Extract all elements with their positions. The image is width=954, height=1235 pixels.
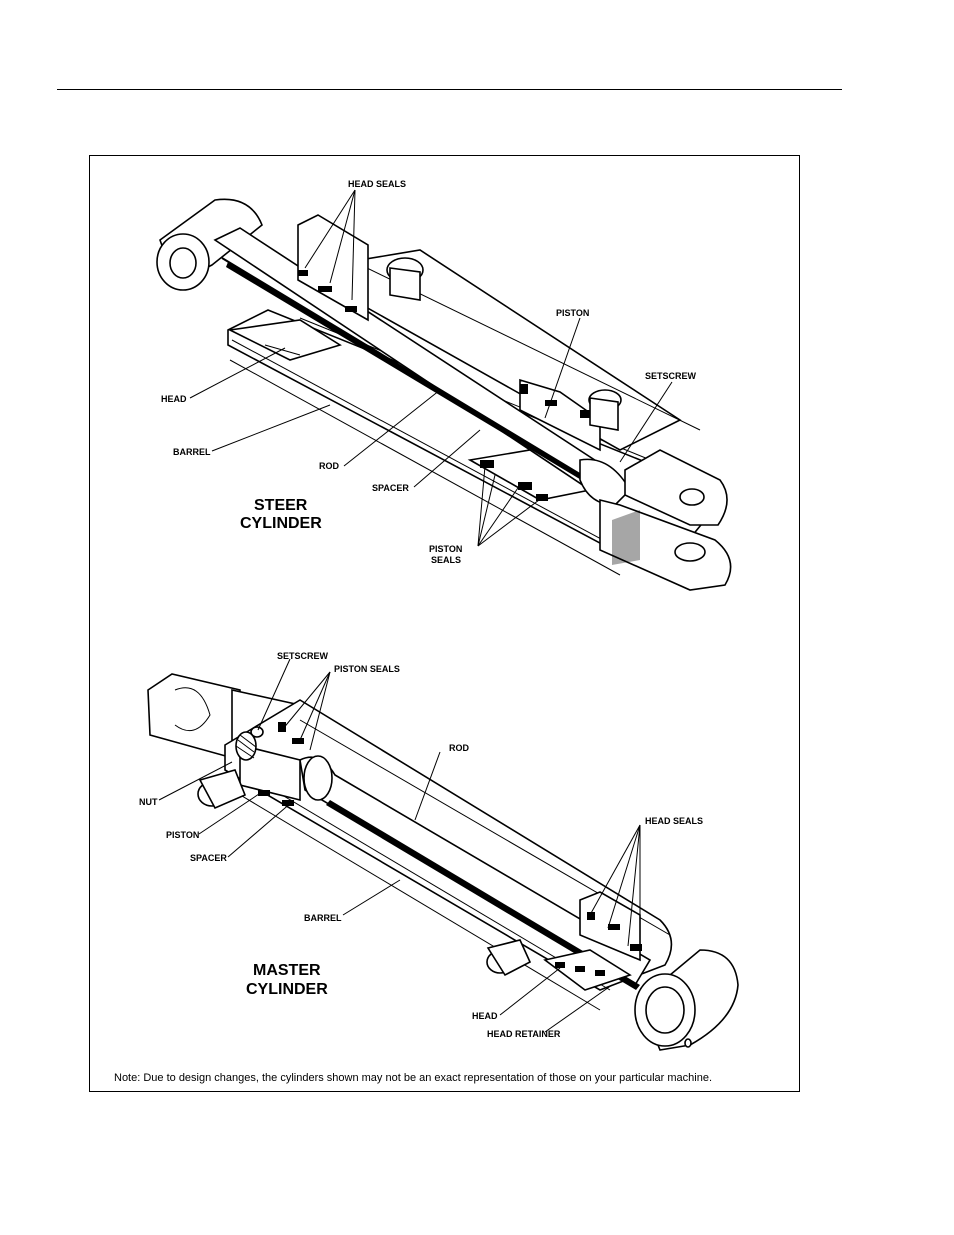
steer-label-setscrew: SETSCREW bbox=[645, 371, 697, 381]
steer-label-barrel: BARREL bbox=[173, 447, 211, 457]
steer-label-head-seals: HEAD SEALS bbox=[348, 179, 406, 189]
master-label-spacer: SPACER bbox=[190, 853, 227, 863]
steer-label-piston-seals-1: PISTON bbox=[429, 544, 462, 554]
master-label-setscrew: SETSCREW bbox=[277, 651, 329, 661]
master-label-head-retainer: HEAD RETAINER bbox=[487, 1029, 561, 1039]
master-title-line2: CYLINDER bbox=[246, 981, 328, 998]
master-label-head: HEAD bbox=[472, 1011, 498, 1021]
steer-title-line1: STEER bbox=[254, 497, 308, 514]
master-label-barrel: BARREL bbox=[304, 913, 342, 923]
master-label-piston: PISTON bbox=[166, 830, 199, 840]
steer-title-line2: CYLINDER bbox=[240, 515, 322, 532]
steer-label-rod: ROD bbox=[319, 461, 340, 471]
figure-note: Note: Due to design changes, the cylinde… bbox=[114, 1072, 712, 1084]
steer-label-piston-seals-2: SEALS bbox=[431, 555, 461, 565]
steer-label-head: HEAD bbox=[161, 394, 187, 404]
master-label-nut: NUT bbox=[139, 797, 158, 807]
steer-label-piston: PISTON bbox=[556, 308, 589, 318]
steer-label-spacer: SPACER bbox=[372, 483, 409, 493]
master-label-piston-seals: PISTON SEALS bbox=[334, 664, 400, 674]
master-label-head-seals: HEAD SEALS bbox=[645, 816, 703, 826]
master-label-rod: ROD bbox=[449, 743, 470, 753]
master-title-line1: MASTER bbox=[253, 962, 321, 979]
master-cylinder-drawing bbox=[148, 674, 738, 1050]
